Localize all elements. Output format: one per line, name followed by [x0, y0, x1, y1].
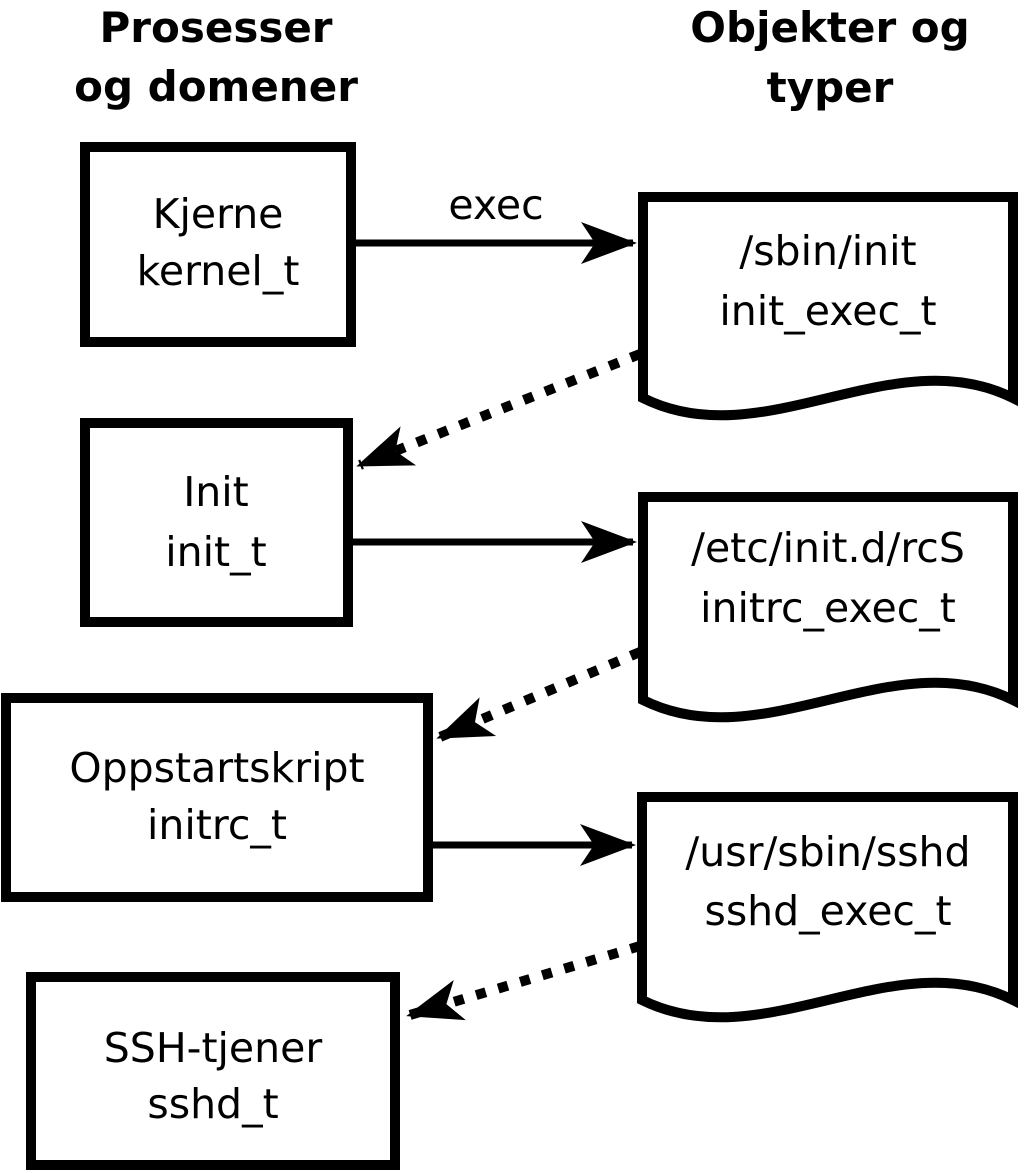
object-doc-sbin-init	[638, 192, 1018, 421]
left-column-header-line1: Prosesser	[99, 3, 332, 52]
transition-arrow-initrcexec-to-initrc	[436, 647, 642, 742]
process-box-sshd	[26, 972, 400, 1170]
transition-arrow-sshdexec-to-sshd	[406, 941, 642, 1021]
process-sshd-label: SSH-tjener	[104, 1024, 323, 1072]
exec-arrow-label: exec	[448, 181, 543, 229]
object-rcS-path: /etc/init.d/rcS	[691, 524, 965, 572]
process-init-type: init_t	[165, 528, 266, 576]
object-sbin-init-type: init_exec_t	[719, 287, 936, 335]
object-sshd-type: sshd_exec_t	[704, 887, 951, 935]
transition-arrow-initexec-to-init	[356, 349, 642, 470]
left-column-header-line2: og domener	[74, 62, 358, 111]
object-doc-usr-sbin-sshd	[637, 792, 1018, 1023]
right-column-header-line2: typer	[767, 63, 894, 112]
object-doc-etc-initd-rcS	[638, 492, 1018, 723]
process-initrc-label: Oppstartskript	[69, 744, 364, 792]
process-kernel-label: Kjerne	[153, 190, 284, 238]
process-sshd-type: sshd_t	[147, 1080, 278, 1128]
process-initrc-type: initrc_t	[147, 801, 287, 849]
object-sbin-init-path: /sbin/init	[739, 227, 916, 275]
process-box-kernel	[80, 142, 356, 347]
process-box-init	[80, 418, 353, 627]
process-box-initrc	[1, 693, 433, 902]
process-init-label: Init	[183, 468, 249, 516]
right-column-header-line1: Objekter og	[690, 3, 969, 52]
process-kernel-type: kernel_t	[137, 247, 300, 295]
object-rcS-type: initrc_exec_t	[700, 584, 956, 632]
object-sshd-path: /usr/sbin/sshd	[685, 828, 970, 876]
